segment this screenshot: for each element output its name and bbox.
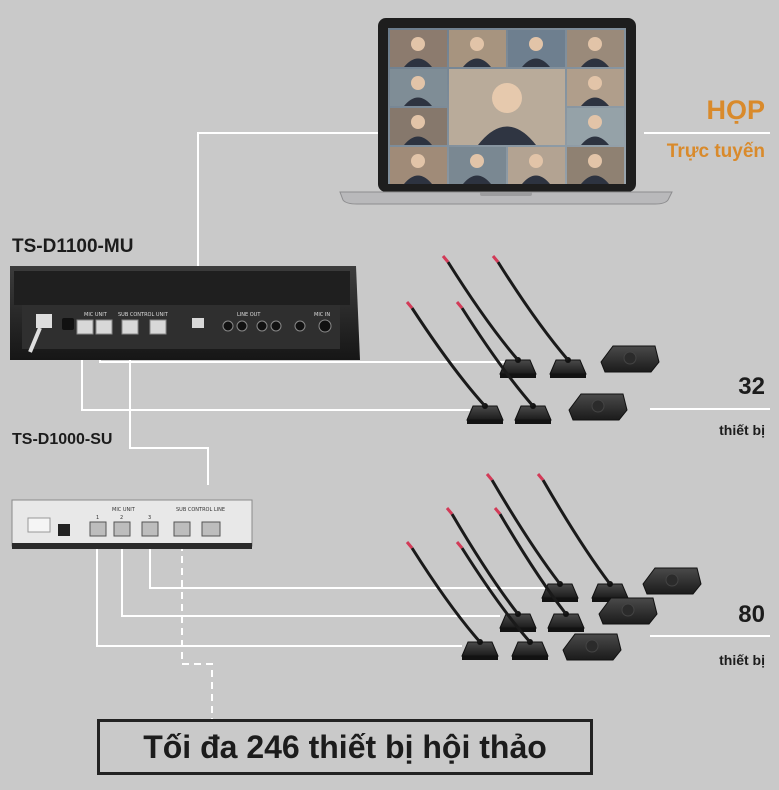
sub-port-label-1: 1 — [96, 515, 99, 521]
microphone-pad — [642, 567, 702, 595]
microphone-unit — [455, 541, 549, 660]
sub-port-label-subline: SUB CONTROL LINE — [176, 507, 225, 513]
sub-unit-base — [12, 543, 252, 549]
cable-sub-mic3 — [96, 532, 462, 647]
sub-unit-rj45-2[interactable] — [113, 521, 131, 537]
video-tile — [390, 69, 447, 106]
microphone-unit — [485, 473, 579, 602]
main-unit-dc-jack — [62, 318, 74, 330]
main-unit-jack-2 — [236, 320, 248, 332]
microphone-unit — [405, 541, 499, 660]
main-unit-rj45-1[interactable] — [76, 319, 94, 335]
microphone-pad — [600, 345, 660, 373]
sub-unit-rj45-1[interactable] — [89, 521, 107, 537]
sub-unit-rj45-sub-a[interactable] — [173, 521, 191, 537]
main-unit-jack-1 — [222, 320, 234, 332]
microphone-unit — [493, 507, 585, 632]
microphone-unit — [445, 507, 537, 632]
cable-sub-expansion — [181, 532, 213, 719]
sub-unit-rj45-3[interactable] — [141, 521, 159, 537]
video-tile — [567, 108, 624, 145]
video-tile-featured — [449, 69, 565, 145]
video-tile — [567, 69, 624, 106]
main-port-label-sub: SUB CONTROL UNIT — [118, 312, 169, 318]
video-tile — [390, 108, 447, 145]
microphone-unit — [441, 255, 537, 378]
sub-unit-dc-jack — [58, 524, 70, 536]
microphone-pad — [598, 597, 658, 625]
laptop-base — [339, 191, 673, 205]
cable-sub-mic2 — [121, 532, 500, 617]
microphone-unit — [405, 301, 504, 424]
main-unit-plug — [36, 314, 52, 328]
group2-count: 80 — [738, 601, 765, 628]
main-unit-jack-5 — [294, 320, 306, 332]
laptop-subheadline: Trực tuyến — [666, 141, 765, 162]
video-tile — [508, 30, 565, 67]
laptop — [339, 18, 673, 205]
main-unit: MIC UNIT SUB CONTROL UNIT LINE OUT MIC I… — [10, 266, 360, 360]
microphone-pad — [562, 633, 622, 661]
sub-unit-rj45-sub-b[interactable] — [201, 521, 221, 537]
group1-count: 32 — [738, 373, 765, 400]
video-call-grid — [390, 30, 624, 184]
cable-main-mic2 — [81, 340, 470, 411]
microphone-unit — [491, 255, 587, 378]
main-port-label-mic: MIC UNIT — [84, 312, 108, 318]
sub-port-label-2: 2 — [120, 515, 123, 521]
main-unit-jack-4 — [270, 320, 282, 332]
main-unit-rj45-sub[interactable] — [121, 319, 139, 335]
main-unit-rj45-2[interactable] — [95, 319, 113, 335]
main-unit-mic-in — [318, 319, 332, 333]
video-tile — [390, 147, 447, 184]
video-tile — [508, 147, 565, 184]
microphone-unit — [455, 301, 552, 424]
main-unit-top — [14, 271, 350, 305]
laptop-headline: HỌP — [706, 95, 765, 125]
microphone-units — [405, 255, 702, 661]
sub-unit: MIC UNIT SUB CONTROL LINE 1 2 3 — [11, 499, 253, 549]
sub-unit-model: TS-D1000-SU — [12, 431, 113, 448]
main-unit-model: TS-D1100-MU — [12, 236, 134, 257]
video-tile — [567, 147, 624, 184]
video-tile — [567, 30, 624, 67]
sub-port-label-3: 3 — [148, 515, 151, 521]
capacity-text: Tối đa 246 thiết bị hội thảo — [143, 728, 547, 765]
cable-main-to-sub — [129, 340, 209, 485]
sub-port-label-mic: MIC UNIT — [112, 507, 136, 513]
group2-unit: thiết bị — [719, 652, 765, 668]
main-unit-cord — [28, 327, 42, 353]
main-unit-panel — [22, 305, 340, 349]
main-port-label-lineout: LINE OUT — [237, 312, 261, 318]
group1-unit: thiết bị — [719, 422, 765, 438]
video-tile — [449, 30, 506, 67]
laptop-notch — [480, 192, 532, 196]
microphone-unit — [536, 473, 629, 602]
cable-laptop-to-main — [197, 132, 378, 318]
video-tile — [449, 147, 506, 184]
video-tile — [390, 30, 447, 67]
main-port-label-micin: MIC IN — [314, 312, 330, 318]
main-unit-jack-3 — [256, 320, 268, 332]
cables — [81, 132, 545, 719]
sub-unit-plug — [27, 517, 51, 533]
capacity-banner: Tối đa 246 thiết bị hội thảo — [97, 719, 593, 775]
main-unit-rj45-lan[interactable] — [149, 319, 167, 335]
microphone-pad — [568, 393, 628, 421]
main-unit-usb[interactable] — [192, 318, 204, 328]
cable-sub-mic1 — [149, 532, 545, 589]
